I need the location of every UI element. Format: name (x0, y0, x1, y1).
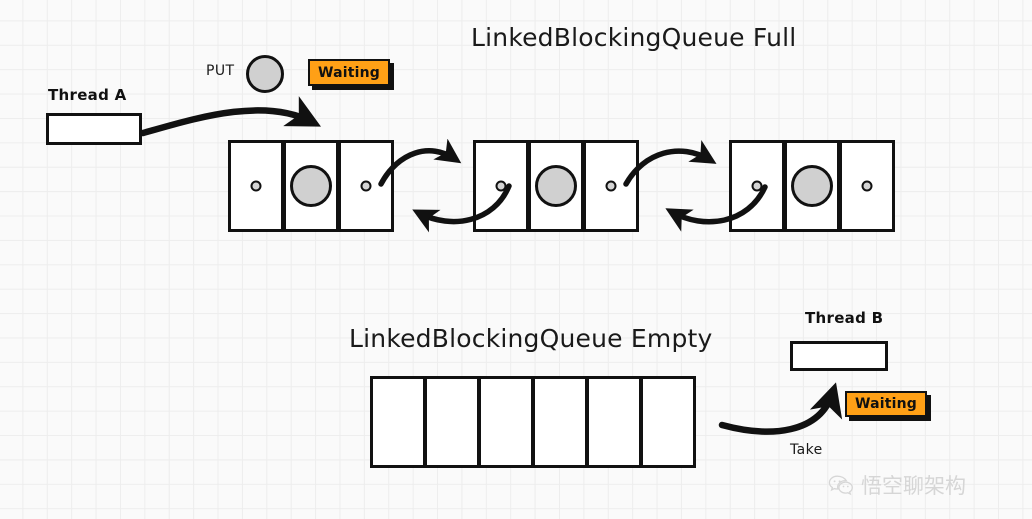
node-1-prev-pointer-dot (250, 180, 262, 192)
bottom-section-title: LinkedBlockingQueue Empty (349, 324, 713, 353)
node-1-payload-cell (283, 140, 339, 232)
empty-queue (370, 376, 696, 468)
empty-queue-cell (640, 376, 696, 468)
empty-queue-cell (532, 376, 588, 468)
empty-queue-cell (424, 376, 480, 468)
wechat-icon (828, 475, 853, 496)
empty-queue-cell (586, 376, 642, 468)
node-2-next-pointer-dot (605, 180, 617, 192)
node-3-payload-cell (784, 140, 840, 232)
thread-b-box (790, 341, 888, 371)
watermark: 悟空聊架构 (828, 470, 966, 500)
put-operation-label: PUT (206, 63, 235, 79)
node-2-payload-cell (528, 140, 584, 232)
empty-queue-cell (370, 376, 426, 468)
node-2-prev-pointer-dot (495, 180, 507, 192)
top-section-title: LinkedBlockingQueue Full (471, 23, 797, 52)
empty-queue-cell (478, 376, 534, 468)
queue-node-3 (729, 140, 895, 232)
node-3-payload-circle (791, 165, 833, 207)
put-payload-circle (246, 55, 284, 93)
node-3-prev-pointer-dot (751, 180, 763, 192)
node-1-payload-circle (290, 165, 332, 207)
take-arrow (718, 382, 843, 435)
node-1-prev-cell (228, 140, 284, 232)
thread-a-waiting-badge: Waiting (308, 59, 390, 86)
queue-node-1 (228, 140, 394, 232)
node-3-prev-cell (729, 140, 785, 232)
queue-node-2 (473, 140, 639, 232)
node-3-next-pointer-dot (861, 180, 873, 192)
take-operation-label: Take (790, 442, 823, 458)
thread-b-label: Thread B (805, 309, 884, 327)
watermark-text: 悟空聊架构 (861, 474, 966, 498)
node-1-next-cell (338, 140, 394, 232)
node-2-payload-circle (535, 165, 577, 207)
node-3-next-cell (839, 140, 895, 232)
node-1-next-pointer-dot (360, 180, 372, 192)
node-2-next-cell (583, 140, 639, 232)
node-2-prev-cell (473, 140, 529, 232)
thread-b-waiting-badge: Waiting (845, 391, 927, 417)
thread-a-box (46, 113, 142, 145)
put-arrow (139, 96, 322, 137)
thread-a-label: Thread A (48, 86, 127, 104)
